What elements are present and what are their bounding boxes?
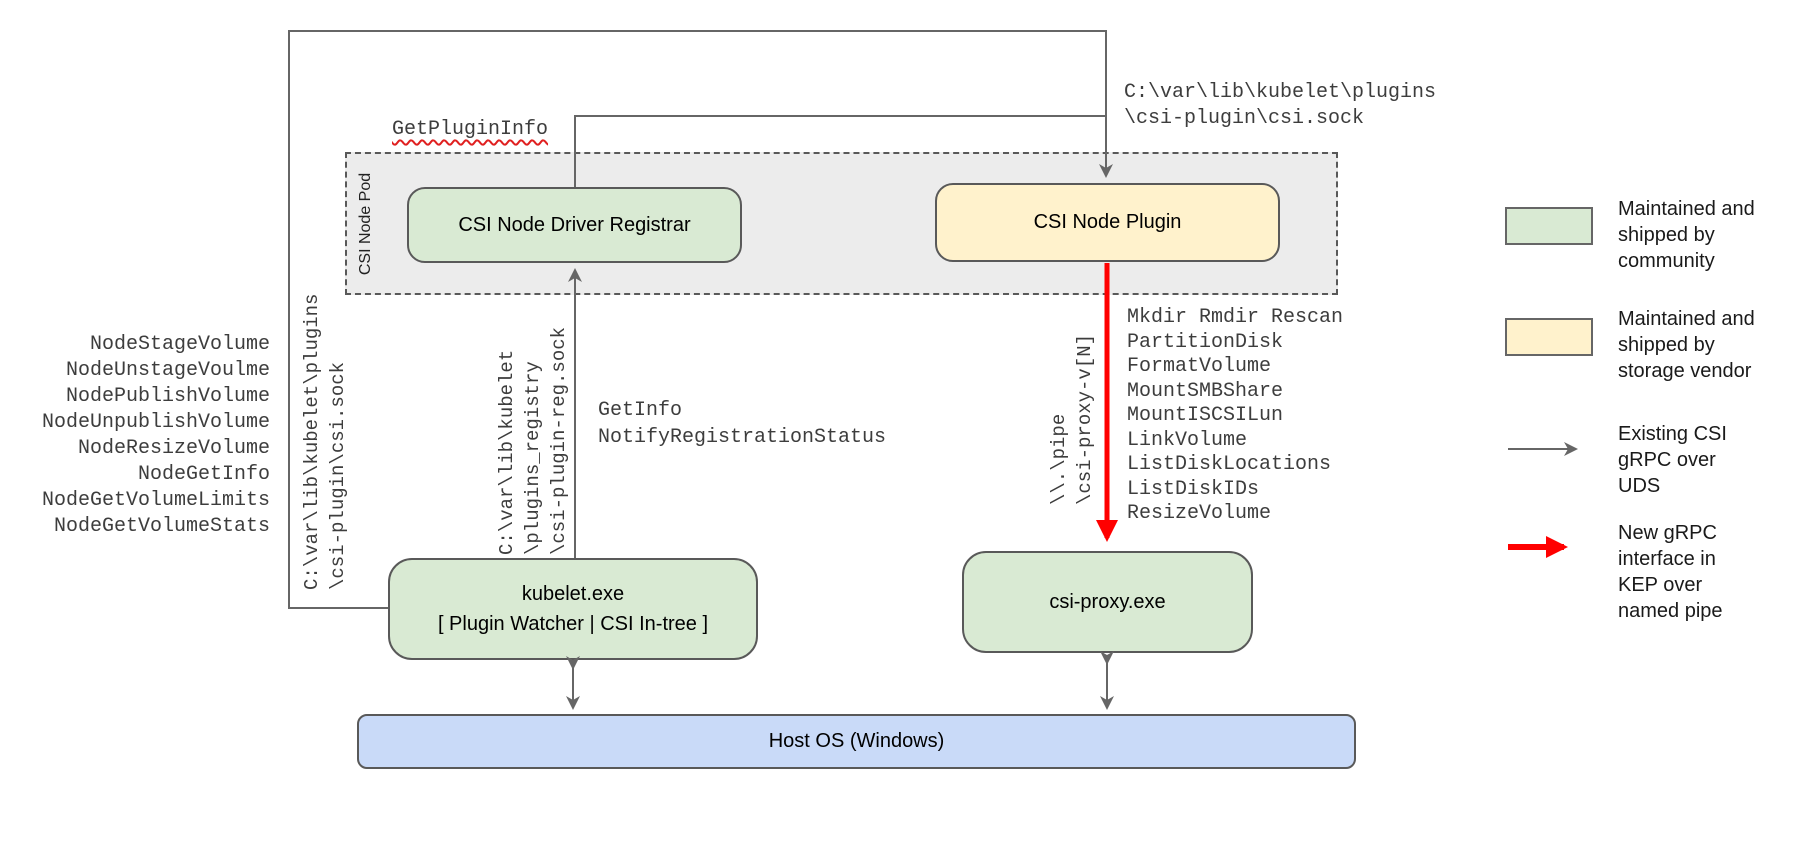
legend-vendor-swatch [1505,318,1593,356]
registration-calls-list: GetInfo NotifyRegistrationStatus [598,397,886,451]
kubelet-box: kubelet.exe [ Plugin Watcher | CSI In-tr… [388,558,758,660]
proxy-method: Mkdir Rmdir Rescan [1127,306,1344,329]
legend-line: Existing CSI [1618,423,1727,445]
node-method: NodeGetVolumeStats [53,515,270,538]
node-method: NodeUnpublishVolume [41,411,270,434]
proxy-method: ListDiskLocations [1127,453,1332,476]
csi-node-plugin-label: CSI Node Plugin [1033,211,1182,233]
csi-proxy-label: csi-proxy.exe [1049,590,1166,613]
named-pipe-line: \csi-proxy-v[N] [1074,333,1096,505]
plugin-sock-path-annotation: C:\var\lib\kubelet\plugins \csi-plugin\c… [1124,80,1436,132]
csi-node-driver-registrar-label: CSI Node Driver Registrar [458,213,691,236]
csi-node-driver-registrar-box: CSI Node Driver Registrar [407,187,742,263]
kubelet-sock-path-rotated: C:\var\lib\kubelet\plugins \csi-plugin\c… [299,260,351,590]
proxy-method: MountSMBShare [1127,379,1284,403]
csi-proxy-box: csi-proxy.exe [962,551,1253,653]
legend-line: storage vendor [1618,360,1752,382]
proxy-method: PartitionDisk [1127,330,1284,354]
legend-line: community [1618,250,1715,272]
node-method: NodeUnstageVoulme [65,359,270,382]
registration-call: GetInfo [598,399,683,422]
legend-uds-text: Existing CSI gRPC over UDS [1618,421,1727,499]
registry-sock-path-line: \plugins_registry [522,361,544,555]
node-method: NodeResizeVolume [77,437,270,460]
host-os-label: Host OS (Windows) [768,730,945,752]
legend-line: gRPC over [1618,449,1716,471]
kubelet-sublabel: [ Plugin Watcher | CSI In-tree ] [437,613,709,635]
legend-vendor-text: Maintained and shipped by storage vendor [1618,306,1755,384]
node-methods-list: NodeStageVolume NodeUnstageVoulme NodePu… [20,332,270,540]
registration-call: NotifyRegistrationStatus [598,426,887,449]
node-method: NodeGetVolumeLimits [41,489,270,512]
host-os-box: Host OS (Windows) [357,714,1356,769]
legend-line: Maintained and [1618,198,1755,220]
named-pipe-path-rotated: \\.\pipe \csi-proxy-v[N] [1046,315,1098,505]
legend-community-swatch [1505,207,1593,245]
proxy-method: ResizeVolume [1127,502,1272,525]
legend-line: shipped by [1618,224,1715,246]
proxy-method: LinkVolume [1127,428,1248,452]
proxy-method: FormatVolume [1127,355,1272,378]
node-method: NodeStageVolume [89,333,270,356]
csi-node-pod-label: CSI Node Pod [357,172,374,276]
legend-line: Maintained and [1618,308,1755,330]
kubelet-sock-path-line: C:\var\lib\kubelet\plugins [301,293,323,590]
legend-line: New gRPC [1618,522,1717,544]
node-method: NodePublishVolume [65,385,270,408]
legend-line: named pipe [1618,600,1723,622]
csi-node-plugin-box: CSI Node Plugin [935,183,1280,262]
registry-sock-path-rotated: C:\var\lib\kubelet \plugins_registry \cs… [494,295,572,555]
kubelet-label: kubelet.exe [521,583,625,605]
plugin-sock-path-line: C:\var\lib\kubelet\plugins [1124,81,1437,104]
legend-community-text: Maintained and shipped by community [1618,196,1755,274]
legend-line: KEP over [1618,574,1703,596]
named-pipe-line: \\.\pipe [1048,413,1070,505]
legend-namedpipe-text: New gRPC interface in KEP over named pip… [1618,520,1723,624]
getplugininfo-annotation: GetPluginInfo [392,118,549,141]
proxy-method: MountISCSILun [1127,404,1284,427]
legend-line: shipped by [1618,334,1715,356]
proxy-methods-list: Mkdir Rmdir Rescan PartitionDisk FormatV… [1127,306,1343,527]
legend-line: interface in [1618,548,1716,570]
registry-sock-path-line: \csi-plugin-reg.sock [548,326,570,555]
proxy-method: ListDiskIDs [1127,477,1260,501]
node-method: NodeGetInfo [137,463,270,486]
registry-sock-path-line: C:\var\lib\kubelet [496,349,518,555]
kubelet-sock-path-line: \csi-plugin\csi.sock [327,361,349,590]
plugin-sock-path-line: \csi-plugin\csi.sock [1124,107,1365,130]
legend-line: UDS [1618,475,1661,497]
